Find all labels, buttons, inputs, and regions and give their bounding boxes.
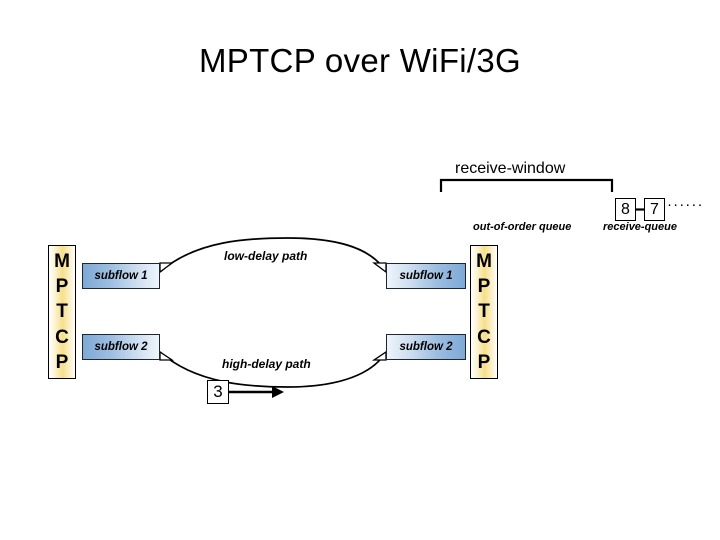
in-flight-segment-box: 3: [207, 380, 229, 404]
mptcp-letter: P: [55, 351, 69, 373]
receiver-subflow-2-box: subflow 2: [386, 334, 466, 360]
mptcp-letter: M: [476, 251, 492, 273]
receive-queue-label: receive-queue: [603, 221, 677, 233]
receive-queue-continuation-dots: ······: [667, 196, 704, 213]
page-title: MPTCP over WiFi/3G: [199, 42, 521, 79]
high-delay-path-curve: [159, 351, 387, 388]
sender-subflow-1-box: subflow 1: [82, 263, 160, 289]
low-delay-path-curve: [159, 237, 387, 273]
mptcp-letter: T: [56, 301, 68, 323]
mptcp-letter: C: [477, 326, 491, 348]
receive-queue-segment-box: 8: [615, 198, 636, 221]
mptcp-letter: P: [55, 276, 69, 298]
mptcp-letter: P: [477, 276, 491, 298]
out-of-order-queue-label: out-of-order queue: [473, 221, 572, 233]
sender-mptcp-stack: M P T C P: [48, 245, 76, 379]
receive-window-label: receive-window: [455, 160, 566, 177]
mptcp-letter: P: [477, 351, 491, 373]
mptcp-letter: M: [54, 251, 70, 273]
arrow-right-icon: [272, 386, 284, 398]
left-subflow2-connector: [159, 350, 175, 361]
receiver-subflow-1-box: subflow 1: [386, 263, 466, 289]
high-delay-path-label: high-delay path: [222, 357, 311, 371]
mptcp-letter: C: [55, 326, 69, 348]
receiver-mptcp-stack: M P T C P: [470, 245, 498, 379]
sender-subflow-2-box: subflow 2: [82, 334, 160, 360]
receive-queue-segment-box: 7: [644, 198, 665, 221]
right-subflow2-connector: [371, 350, 387, 361]
mptcp-letter: T: [478, 301, 490, 323]
low-delay-path-label: low-delay path: [224, 249, 308, 263]
right-subflow1-connector: [372, 262, 387, 274]
left-subflow1-connector: [159, 262, 174, 274]
receive-window-bracket: [439, 178, 614, 192]
